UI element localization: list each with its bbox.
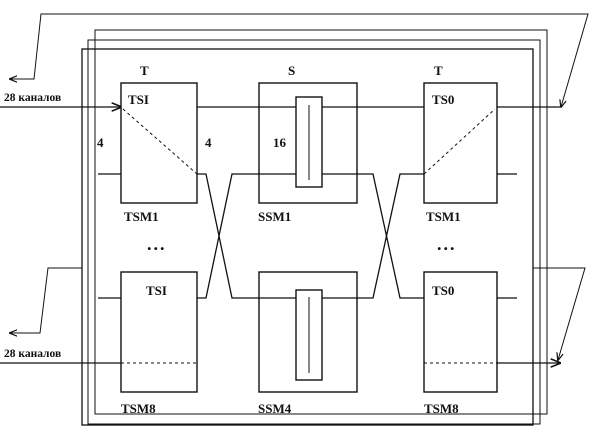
ellipsis-left: ... — [147, 234, 167, 254]
tsm1-right-box — [423, 82, 498, 204]
tsm1-left-box — [120, 82, 198, 204]
module-name-tsm8-right: TSM8 — [424, 401, 459, 416]
port-count-ssm: 16 — [273, 135, 287, 150]
cross-tsm8-ssm1 — [197, 173, 259, 299]
tsi-dashed-diagonal — [122, 108, 198, 175]
tsi-top-label: TSI — [128, 92, 149, 107]
tso-dashed-diagonal — [423, 108, 496, 175]
bottom-right-loop-line — [533, 267, 586, 360]
bottom-left-loop-line — [10, 267, 82, 333]
module-name-ssm1: SSM1 — [258, 209, 291, 224]
module-name-ssm4: SSM4 — [258, 401, 292, 416]
port-count-tsm-in: 4 — [97, 135, 104, 150]
tso-bottom-label: TS0 — [432, 283, 454, 298]
io-label-top: 28 каналов — [4, 92, 61, 104]
tsi-bottom-label: TSI — [146, 283, 167, 298]
top-loop-line — [10, 13, 589, 107]
frame-back — [94, 29, 548, 415]
module-name-tsm8-left: TSM8 — [121, 401, 156, 416]
tsm8-left-box — [120, 271, 198, 393]
stage-label-t-right: T — [434, 63, 443, 78]
port-count-tsm-out: 4 — [205, 135, 212, 150]
frame-middle — [87, 39, 541, 425]
frame-front — [81, 48, 534, 426]
tsm8-right-box — [423, 271, 498, 393]
module-name-tsm1-right: TSM1 — [426, 209, 461, 224]
cross-ssm1-tsm8 — [357, 173, 424, 299]
cross-ssm4-tsm1 — [357, 173, 424, 299]
module-name-tsm1-left: TSM1 — [124, 209, 159, 224]
stage-label-s: S — [288, 63, 295, 78]
tso-top-label: TS0 — [432, 92, 454, 107]
ellipsis-right: ... — [437, 234, 457, 254]
stage-label-t-left: T — [140, 63, 149, 78]
io-label-bottom: 28 каналов — [4, 348, 61, 360]
